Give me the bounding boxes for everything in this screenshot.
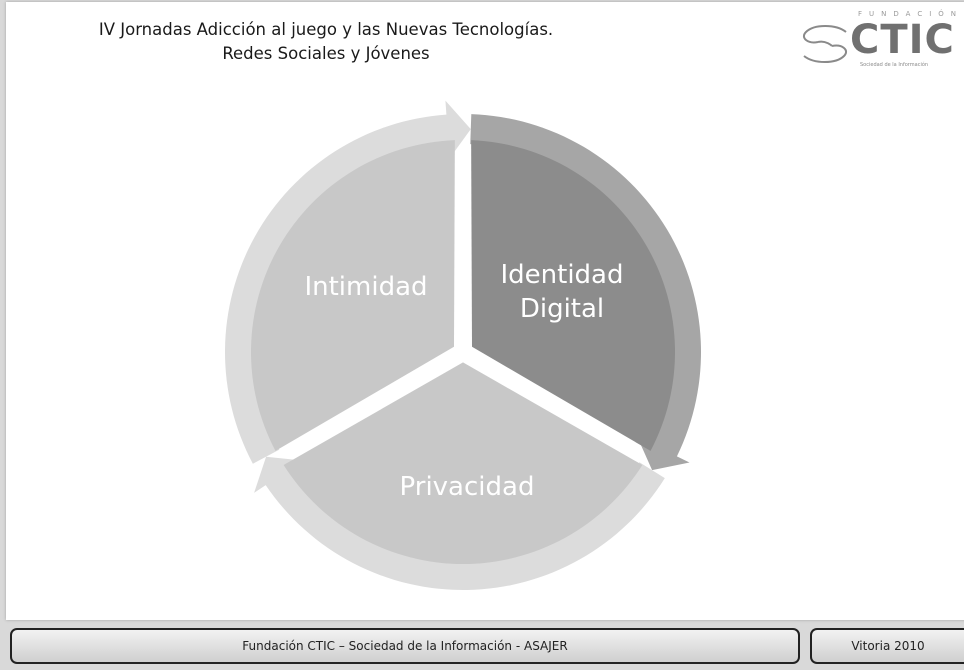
cycle-segments: [250, 140, 676, 564]
logo-name: CTIC: [850, 17, 955, 63]
title-line-2: Redes Sociales y Jóvenes: [222, 44, 430, 63]
footer-location-date: Vitoria 2010: [810, 628, 964, 664]
segment-identidad-digital-label-line: Identidad: [500, 260, 623, 290]
logo-fundacion-text: FUNDACIÓN: [858, 10, 964, 18]
segment-intimidad-label: Intimidad: [304, 272, 427, 302]
segment-privacidad-label-line: Privacidad: [400, 472, 535, 502]
segment-identidad-digital-label-line: Digital: [520, 294, 604, 324]
segment-privacidad: [283, 362, 643, 564]
segment-privacidad-arrow: [254, 456, 665, 591]
logo-subtitle: Sociedad de la Información: [860, 62, 929, 68]
segment-intimidad-label-line: Intimidad: [304, 272, 427, 302]
segment-identidad-digital-arrow: [470, 114, 701, 471]
segment-privacidad-label: Privacidad: [400, 472, 535, 502]
segment-intimidad-arrow: [225, 100, 471, 464]
segment-intimidad: [250, 140, 455, 451]
segment-identidad-digital: [471, 140, 676, 451]
logo-swirl-icon: [802, 25, 848, 63]
slide-title: IV Jornadas Adicción al juego y las Nuev…: [56, 18, 596, 66]
cycle-arrows: [225, 100, 701, 591]
title-line-1: IV Jornadas Adicción al juego y las Nuev…: [98, 20, 554, 39]
footer-organization: Fundación CTIC – Sociedad de la Informac…: [10, 628, 800, 664]
ctic-logo: FUNDACIÓN CTIC Sociedad de la Informació…: [796, 10, 964, 78]
